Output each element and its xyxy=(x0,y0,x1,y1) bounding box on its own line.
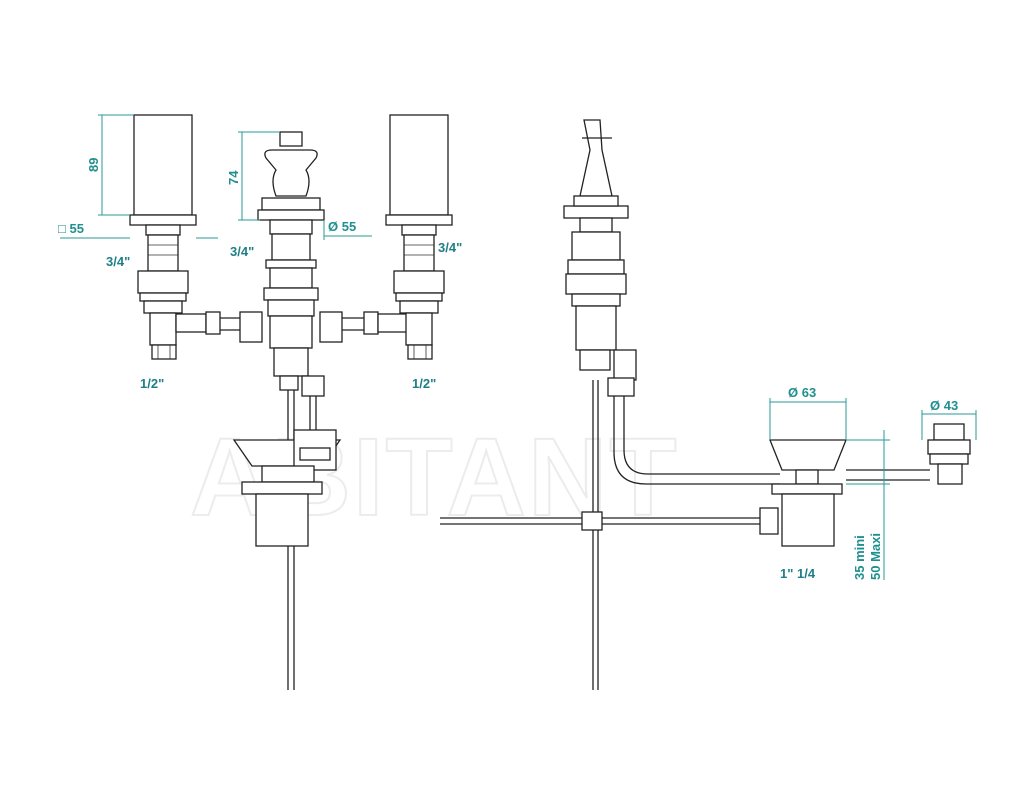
left-tap xyxy=(129,114,197,360)
right-thread-lower-label: 1/2" xyxy=(412,376,436,391)
left-handle-square-label: □ 55 xyxy=(58,221,84,236)
left-thread-lower-label: 1/2" xyxy=(140,376,164,391)
side-knob xyxy=(927,423,971,485)
center-spout-tap xyxy=(257,131,325,690)
front-waste xyxy=(232,429,342,547)
front-view: 89 □ 55 3/4" 1/2" 74 Ø 55 3/4" 3/4" 1/2" xyxy=(58,114,462,690)
side-waste xyxy=(769,439,930,547)
waste-height-max-label: 50 Maxi xyxy=(868,533,883,580)
knob-diameter-label: Ø 43 xyxy=(930,398,958,413)
side-tap-body xyxy=(563,119,780,690)
front-connecting-pipes xyxy=(175,311,409,343)
front-dimensions: 89 □ 55 3/4" 1/2" 74 Ø 55 3/4" 3/4" 1/2" xyxy=(58,114,462,391)
center-thread-label: 3/4" xyxy=(230,244,254,259)
side-rod xyxy=(440,507,779,535)
left-handle-height-label: 89 xyxy=(86,158,101,172)
right-tap xyxy=(385,114,453,360)
center-diameter-label: Ø 55 xyxy=(328,219,356,234)
center-handle-height-label: 74 xyxy=(226,170,241,185)
waste-height-min-label: 35 mini xyxy=(852,535,867,580)
side-dimensions: Ø 63 Ø 43 35 mini 50 Maxi 1" 1/4 xyxy=(769,385,977,581)
waste-thread-label: 1" 1/4 xyxy=(780,566,816,581)
right-thread-upper-label: 3/4" xyxy=(438,240,462,255)
side-view: Ø 63 Ø 43 35 mini 50 Maxi 1" 1/4 xyxy=(440,119,977,690)
left-thread-upper-label: 3/4" xyxy=(106,254,130,269)
waste-diameter-label: Ø 63 xyxy=(788,385,816,400)
